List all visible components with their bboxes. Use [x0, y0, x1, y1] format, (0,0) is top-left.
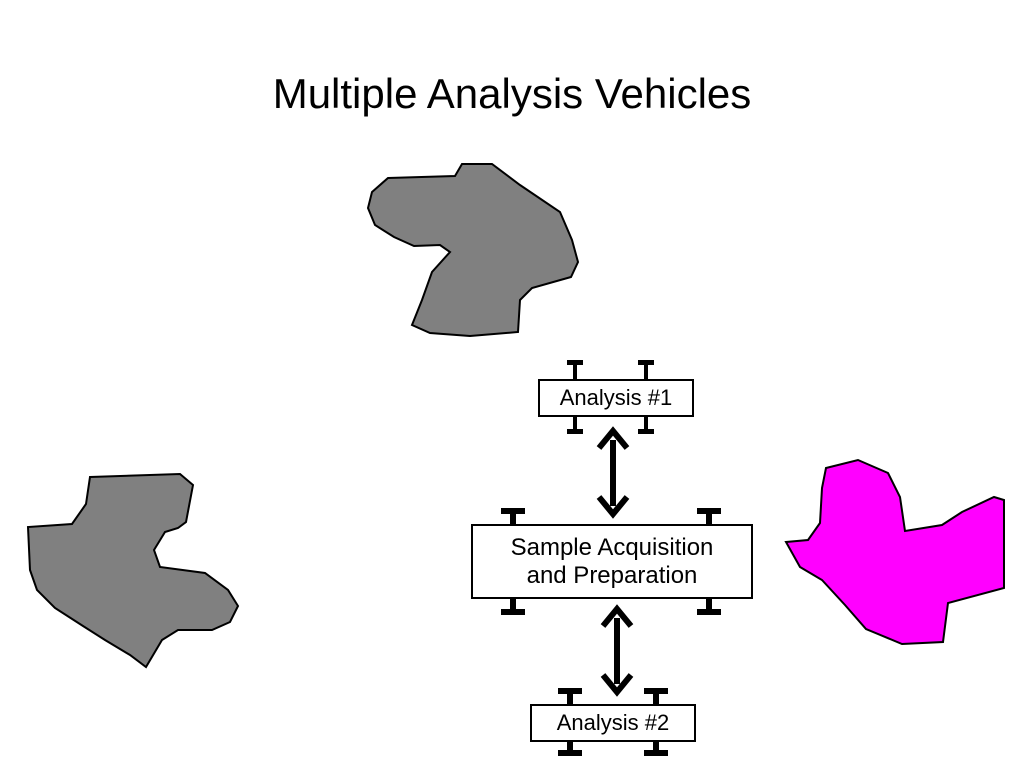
sample-wheels	[501, 508, 721, 615]
analysis2-wheels	[558, 688, 668, 756]
analysis2-box: Analysis #2	[530, 704, 696, 742]
analysis2-label: Analysis #2	[556, 710, 670, 736]
analysis1-wheels	[567, 360, 654, 434]
magenta-blob-right	[784, 458, 1005, 646]
slide-title: Multiple Analysis Vehicles	[272, 70, 752, 117]
gray-blob-left	[26, 472, 240, 669]
sample-label-line2: and Preparation	[526, 561, 698, 589]
double-arrow-lower	[600, 604, 634, 697]
analysis1-box: Analysis #1	[538, 379, 694, 417]
sample-label-line1: Sample Acquisition	[510, 533, 714, 561]
sample-acquisition-box: Sample Acquisition and Preparation	[471, 524, 753, 599]
double-arrow-upper	[596, 426, 630, 519]
gray-blob-top	[366, 163, 580, 338]
analysis1-label: Analysis #1	[559, 385, 673, 411]
